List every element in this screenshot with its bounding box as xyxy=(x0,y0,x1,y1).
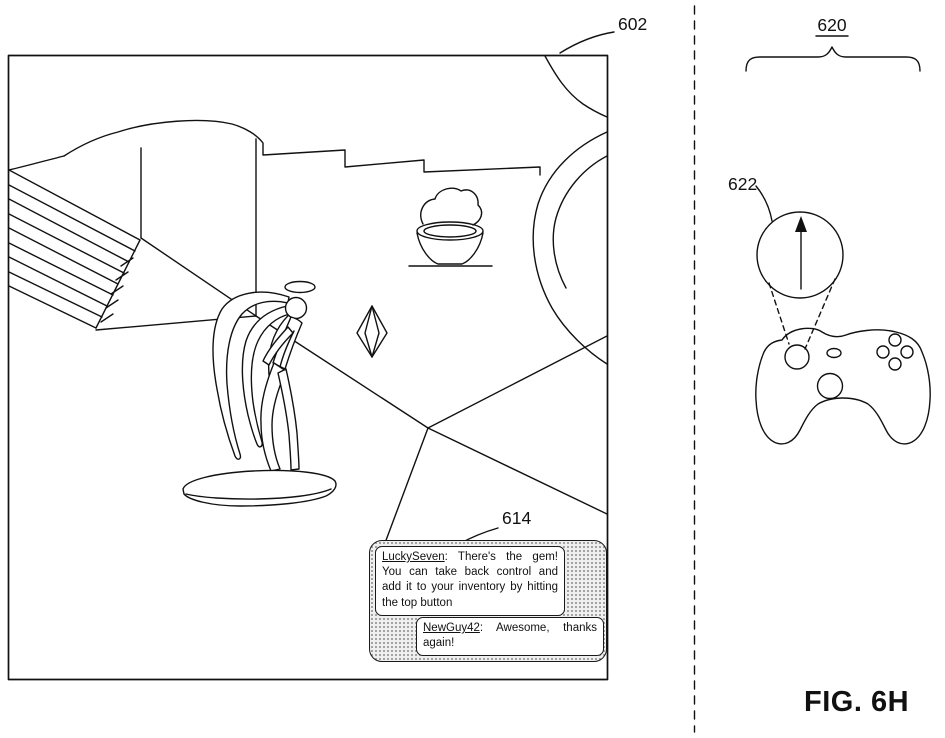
ref-602-leader xyxy=(559,31,615,54)
face-button-icon xyxy=(876,345,890,359)
magnifier-cone-line xyxy=(804,278,836,350)
gem-icon xyxy=(356,305,388,358)
cape-ribbon xyxy=(212,291,290,460)
wall-structure xyxy=(9,119,541,317)
left-stick-icon xyxy=(784,344,810,370)
chat-message: LuckySeven: There's the gem! You can tak… xyxy=(375,546,565,616)
ref-622-label: 622 xyxy=(728,174,757,194)
brace-620 xyxy=(745,46,921,72)
character-arm xyxy=(262,326,294,366)
character-leg xyxy=(277,368,300,471)
magnified-button xyxy=(756,211,844,299)
chat-separator: : xyxy=(479,622,484,634)
character-leg xyxy=(260,362,287,472)
game-scene xyxy=(9,56,607,544)
cape-ribbon xyxy=(241,305,291,448)
face-button-icon xyxy=(888,357,902,371)
halo-icon xyxy=(284,280,316,294)
chat-separator: : xyxy=(444,551,448,563)
menu-button-icon xyxy=(826,347,842,359)
ref-620-label: 620 xyxy=(817,15,846,35)
face-button-icon xyxy=(900,345,914,359)
chat-text: There's the gem! You can take back contr… xyxy=(382,551,558,609)
rock-face xyxy=(532,56,607,365)
controller-illustration xyxy=(755,211,931,445)
chat-username: LuckySeven xyxy=(382,551,445,563)
player-character xyxy=(212,280,316,472)
right-stick-icon xyxy=(816,372,844,400)
floor-lines xyxy=(95,315,607,544)
ref-614-label: 614 xyxy=(502,508,531,528)
game-screen-frame xyxy=(7,54,609,681)
ref-602-label: 602 xyxy=(618,14,647,34)
controller-body xyxy=(755,327,931,445)
hoverboard xyxy=(182,469,337,507)
face-button-icon xyxy=(888,333,902,347)
character-head xyxy=(284,296,308,320)
stairs xyxy=(9,169,141,329)
figure-caption: FIG. 6H xyxy=(804,686,910,718)
chat-message: NewGuy42: Awesome, thanks again! xyxy=(416,617,604,657)
planter xyxy=(408,187,493,267)
chat-text: Awesome, thanks again! xyxy=(423,622,597,650)
chat-username: NewGuy42 xyxy=(423,622,480,634)
controller-buttons xyxy=(784,333,914,400)
magnifier-cone-line xyxy=(768,282,790,345)
up-arrow-head-icon xyxy=(795,216,807,232)
chat-box: LuckySeven: There's the gem! You can tak… xyxy=(369,540,607,662)
ref-622-leader xyxy=(755,185,773,222)
character-arm xyxy=(279,330,295,368)
